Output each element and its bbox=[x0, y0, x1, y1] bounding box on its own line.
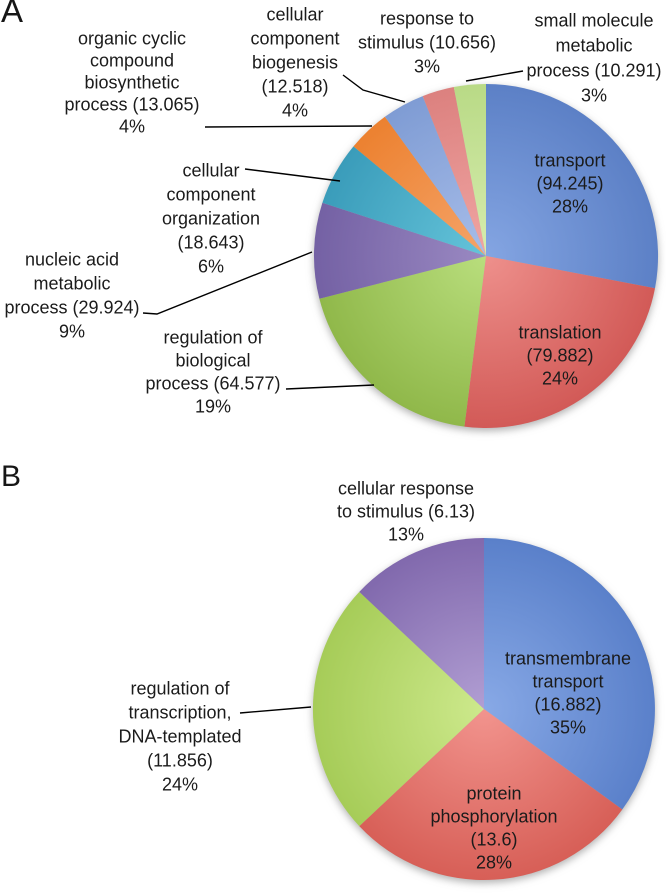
pie-labels-a: transport(94.245)28% translation(79.882)2… bbox=[4, 4, 661, 416]
pie-slice-transport bbox=[486, 83, 659, 289]
leader-line-nucleic-acid-metabolic-process bbox=[142, 251, 313, 315]
slice-label-translation: translation(79.882)24% bbox=[518, 322, 601, 388]
leader-line-cellular-component-biogenesis bbox=[342, 74, 406, 103]
leader-line-small-molecule-metabolic-process bbox=[465, 70, 524, 82]
slice-label-transport: transport(94.245)28% bbox=[534, 150, 605, 216]
pie-slice-protein-phosphorylation bbox=[359, 709, 623, 881]
pie-chart-a bbox=[313, 83, 659, 428]
pie-chart-b bbox=[312, 537, 655, 881]
pie-slice-nucleic-acid-metabolic-process bbox=[313, 202, 486, 299]
pie-slice-small-molecule-metabolic-process bbox=[453, 83, 486, 256]
leader-line-regulation-of-transcription-dna-templated bbox=[239, 706, 312, 714]
pie-slice-cellular-component-organization bbox=[322, 146, 486, 256]
pie-slice-cellular-response-to-stimulus bbox=[359, 537, 484, 709]
pie-slice-translation bbox=[464, 256, 655, 428]
panel-b-label: B bbox=[1, 460, 22, 493]
pie-slice-organic-cyclic-compound-biosynthetic-process bbox=[353, 116, 486, 256]
leader-line-organic-cyclic-compound-biosynthetic-process bbox=[204, 125, 373, 128]
pie-slice-transmembrane-transport bbox=[484, 538, 655, 810]
pie-slice-regulation-of-biological-process bbox=[319, 256, 486, 427]
panel-a-label: A bbox=[1, 0, 24, 29]
pie-slice-response-to-stimulus bbox=[422, 87, 486, 256]
pie-slice-regulation-of-transcription-dna-templated bbox=[312, 591, 484, 827]
pie-slice-cellular-component-biogenesis bbox=[384, 96, 486, 256]
leader-line-cellular-component-organization bbox=[244, 168, 341, 182]
leader-line-regulation-of-biological-process bbox=[285, 384, 375, 390]
